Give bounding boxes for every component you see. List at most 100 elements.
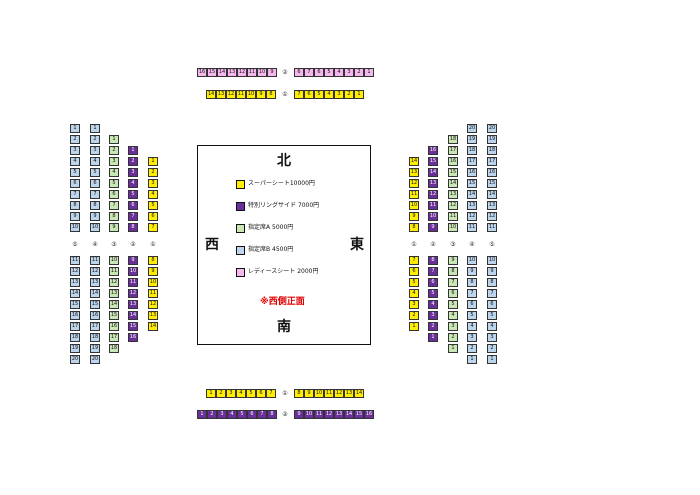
seat-west-col4[interactable]: 8 bbox=[128, 223, 138, 232]
seat-west-col3[interactable]: 4 bbox=[109, 168, 119, 177]
seat-east-col5[interactable]: 5 bbox=[487, 311, 497, 320]
seat-east-col4[interactable]: 2 bbox=[467, 344, 477, 353]
seat-east-col4[interactable]: 19 bbox=[467, 135, 477, 144]
seat-west-col2[interactable]: 15 bbox=[90, 300, 100, 309]
seat-east-col5[interactable]: 18 bbox=[487, 146, 497, 155]
seat-south-row1[interactable]: 11 bbox=[324, 389, 334, 398]
seat-west-col4[interactable]: 1 bbox=[128, 146, 138, 155]
seat-south-row1[interactable]: 5 bbox=[246, 389, 256, 398]
seat-west-col1[interactable]: 4 bbox=[70, 157, 80, 166]
seat-west-col4[interactable]: 3 bbox=[128, 168, 138, 177]
seat-west-col2[interactable]: 2 bbox=[90, 135, 100, 144]
seat-west-col2[interactable]: 8 bbox=[90, 201, 100, 210]
seat-west-col5[interactable]: 10 bbox=[148, 278, 158, 287]
seat-south-row1[interactable]: 7 bbox=[266, 389, 276, 398]
seat-west-col1[interactable]: 14 bbox=[70, 289, 80, 298]
seat-north-row1[interactable]: 5 bbox=[314, 90, 324, 99]
seat-west-col4[interactable]: 6 bbox=[128, 201, 138, 210]
seat-west-col1[interactable]: 7 bbox=[70, 190, 80, 199]
seat-east-col1[interactable]: 14 bbox=[409, 157, 419, 166]
seat-east-col3[interactable]: 7 bbox=[448, 278, 458, 287]
seat-west-col4[interactable]: 2 bbox=[128, 157, 138, 166]
seat-west-col4[interactable]: 5 bbox=[128, 190, 138, 199]
seat-east-col1[interactable]: 13 bbox=[409, 168, 419, 177]
seat-west-col5[interactable]: 1 bbox=[148, 157, 158, 166]
seat-south-row1[interactable]: 2 bbox=[216, 389, 226, 398]
seat-west-col2[interactable]: 14 bbox=[90, 289, 100, 298]
seat-east-col2[interactable]: 6 bbox=[428, 278, 438, 287]
seat-west-col2[interactable]: 7 bbox=[90, 190, 100, 199]
seat-west-col3[interactable]: 18 bbox=[109, 344, 119, 353]
seat-west-col1[interactable]: 9 bbox=[70, 212, 80, 221]
seat-west-col5[interactable]: 7 bbox=[148, 223, 158, 232]
seat-east-col4[interactable]: 12 bbox=[467, 212, 477, 221]
seat-east-col3[interactable]: 16 bbox=[448, 157, 458, 166]
seat-south-row1[interactable]: 8 bbox=[294, 389, 304, 398]
seat-east-col4[interactable]: 4 bbox=[467, 322, 477, 331]
seat-south-row1[interactable]: 3 bbox=[226, 389, 236, 398]
seat-south-row2[interactable]: 14 bbox=[344, 410, 354, 419]
seat-west-col1[interactable]: 17 bbox=[70, 322, 80, 331]
seat-west-col3[interactable]: 5 bbox=[109, 179, 119, 188]
seat-west-col3[interactable]: 11 bbox=[109, 267, 119, 276]
seat-east-col3[interactable]: 11 bbox=[448, 212, 458, 221]
seat-west-col5[interactable]: 4 bbox=[148, 190, 158, 199]
seat-west-col5[interactable]: 14 bbox=[148, 322, 158, 331]
seat-west-col2[interactable]: 17 bbox=[90, 322, 100, 331]
seat-west-col2[interactable]: 11 bbox=[90, 256, 100, 265]
seat-east-col5[interactable]: 4 bbox=[487, 322, 497, 331]
seat-west-col4[interactable]: 10 bbox=[128, 267, 138, 276]
seat-west-col1[interactable]: 13 bbox=[70, 278, 80, 287]
seat-north-row1[interactable]: 3 bbox=[334, 90, 344, 99]
seat-west-col3[interactable]: 17 bbox=[109, 333, 119, 342]
seat-east-col4[interactable]: 13 bbox=[467, 201, 477, 210]
seat-west-col4[interactable]: 15 bbox=[128, 322, 138, 331]
seat-west-col5[interactable]: 12 bbox=[148, 300, 158, 309]
seat-west-col1[interactable]: 12 bbox=[70, 267, 80, 276]
seat-north-row1[interactable]: 13 bbox=[216, 90, 226, 99]
seat-north-row1[interactable]: 4 bbox=[324, 90, 334, 99]
seat-west-col5[interactable]: 3 bbox=[148, 179, 158, 188]
seat-north-row1[interactable]: 7 bbox=[294, 90, 304, 99]
seat-west-col2[interactable]: 12 bbox=[90, 267, 100, 276]
seat-north-row1[interactable]: 11 bbox=[236, 90, 246, 99]
seat-north-row2[interactable]: 15 bbox=[207, 68, 217, 77]
seat-east-col4[interactable]: 3 bbox=[467, 333, 477, 342]
seat-west-col3[interactable]: 13 bbox=[109, 289, 119, 298]
seat-east-col2[interactable]: 4 bbox=[428, 300, 438, 309]
seat-east-col4[interactable]: 6 bbox=[467, 300, 477, 309]
seat-east-col3[interactable]: 2 bbox=[448, 333, 458, 342]
seat-north-row2[interactable]: 4 bbox=[334, 68, 344, 77]
seat-east-col4[interactable]: 20 bbox=[467, 124, 477, 133]
seat-west-col5[interactable]: 6 bbox=[148, 212, 158, 221]
seat-north-row2[interactable]: 6 bbox=[294, 68, 304, 77]
seat-south-row2[interactable]: 6 bbox=[247, 410, 257, 419]
seat-east-col4[interactable]: 14 bbox=[467, 190, 477, 199]
seat-south-row2[interactable]: 3 bbox=[217, 410, 227, 419]
seat-south-row2[interactable]: 2 bbox=[207, 410, 217, 419]
seat-east-col2[interactable]: 9 bbox=[428, 223, 438, 232]
seat-south-row1[interactable]: 13 bbox=[344, 389, 354, 398]
seat-east-col2[interactable]: 10 bbox=[428, 212, 438, 221]
seat-west-col2[interactable]: 18 bbox=[90, 333, 100, 342]
seat-east-col4[interactable]: 9 bbox=[467, 267, 477, 276]
seat-south-row1[interactable]: 9 bbox=[304, 389, 314, 398]
seat-west-col3[interactable]: 7 bbox=[109, 201, 119, 210]
seat-west-col2[interactable]: 3 bbox=[90, 146, 100, 155]
seat-east-col3[interactable]: 12 bbox=[448, 201, 458, 210]
seat-north-row2[interactable]: 6 bbox=[314, 68, 324, 77]
seat-north-row2[interactable]: 1 bbox=[364, 68, 374, 77]
seat-east-col1[interactable]: 4 bbox=[409, 289, 419, 298]
seat-east-col5[interactable]: 10 bbox=[487, 256, 497, 265]
seat-east-col1[interactable]: 8 bbox=[409, 223, 419, 232]
seat-south-row2[interactable]: 8 bbox=[267, 410, 277, 419]
seat-north-row2[interactable]: 10 bbox=[257, 68, 267, 77]
seat-east-col5[interactable]: 8 bbox=[487, 278, 497, 287]
seat-north-row2[interactable]: 3 bbox=[344, 68, 354, 77]
seat-east-col3[interactable]: 18 bbox=[448, 135, 458, 144]
seat-south-row1[interactable]: 6 bbox=[256, 389, 266, 398]
seat-west-col4[interactable]: 13 bbox=[128, 300, 138, 309]
seat-west-col4[interactable]: 4 bbox=[128, 179, 138, 188]
seat-east-col4[interactable]: 8 bbox=[467, 278, 477, 287]
seat-west-col3[interactable]: 12 bbox=[109, 278, 119, 287]
